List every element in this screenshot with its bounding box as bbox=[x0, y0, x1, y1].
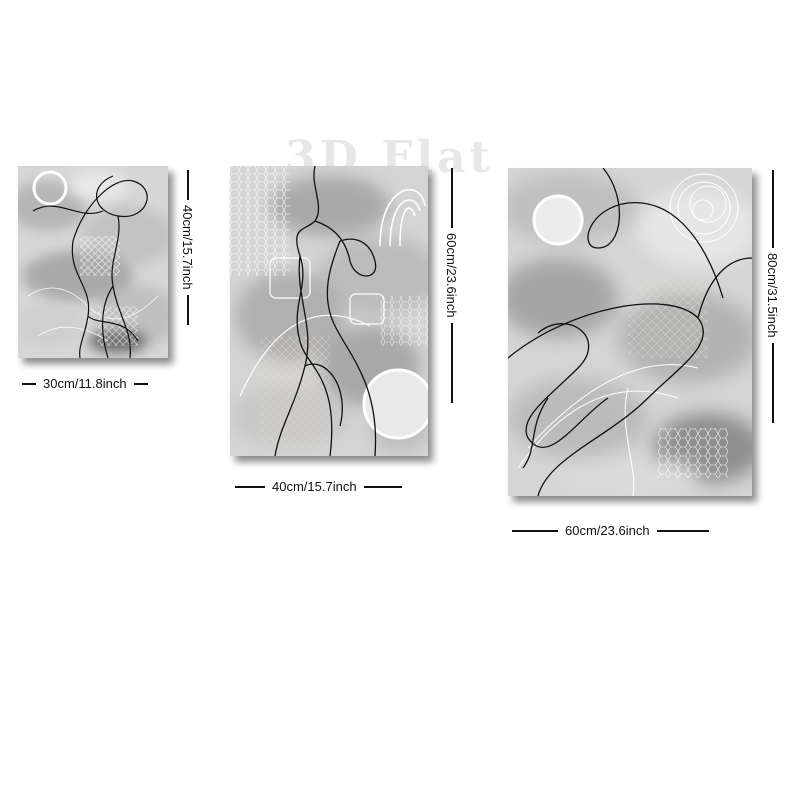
width-dimension-small: 30cm/11.8inch bbox=[22, 376, 148, 391]
art-panel-medium bbox=[230, 166, 428, 456]
abstract-line-art-medium bbox=[230, 166, 428, 456]
art-panel-small bbox=[18, 166, 168, 358]
dimension-line bbox=[235, 485, 265, 488]
dimension-line bbox=[656, 529, 709, 532]
abstract-line-art-small bbox=[18, 166, 168, 358]
width-label-large: 60cm/23.6inch bbox=[565, 523, 650, 538]
dimension-line bbox=[133, 382, 148, 385]
dimension-line bbox=[363, 485, 402, 488]
height-dimension-large: 80cm/31.5inch bbox=[765, 170, 780, 496]
width-label-medium: 40cm/15.7inch bbox=[272, 479, 357, 494]
height-dimension-small: 40cm/15.7inch bbox=[180, 170, 195, 356]
height-label-medium: 60cm/23.6inch bbox=[444, 233, 459, 318]
dimension-line bbox=[771, 342, 774, 423]
height-dimension-medium: 60cm/23.6inch bbox=[444, 168, 459, 456]
height-label-large: 80cm/31.5inch bbox=[765, 253, 780, 338]
height-label-small: 40cm/15.7inch bbox=[180, 205, 195, 290]
dimension-line bbox=[186, 170, 189, 200]
dimension-line bbox=[450, 168, 453, 228]
dimension-line bbox=[512, 529, 558, 532]
dimension-line bbox=[771, 170, 774, 248]
width-dimension-large: 60cm/23.6inch bbox=[512, 523, 709, 538]
dimension-line bbox=[450, 322, 453, 403]
art-panel-large bbox=[508, 168, 752, 496]
width-dimension-medium: 40cm/15.7inch bbox=[235, 479, 402, 494]
dimension-line bbox=[22, 382, 36, 385]
abstract-line-art-large bbox=[508, 168, 752, 496]
dimension-line bbox=[186, 294, 189, 325]
width-label-small: 30cm/11.8inch bbox=[43, 376, 127, 391]
